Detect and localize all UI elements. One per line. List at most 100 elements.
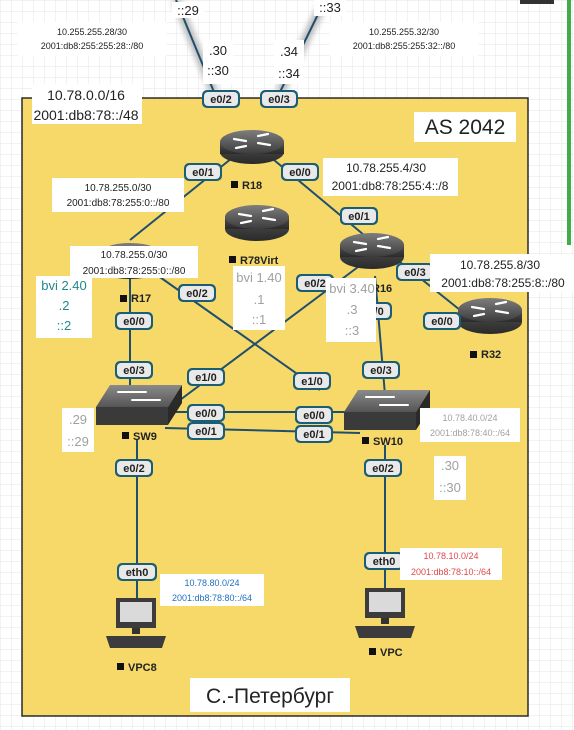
port-label: e0/0 — [123, 316, 144, 328]
port-label: eth0 — [373, 556, 396, 568]
region-prefix-v4: 10.78.0.0/16 — [47, 87, 125, 103]
port-sw9-e0-1[interactable]: e0/1 — [187, 422, 225, 440]
port-sw10-e0-2[interactable]: e0/2 — [364, 459, 402, 477]
r18-left-v6: ::30 — [207, 63, 229, 78]
edge-frame — [520, 0, 554, 4]
port-label: e1/0 — [195, 372, 216, 384]
r78-bvi-v4: .1 — [254, 292, 265, 307]
port-label: e1/0 — [301, 376, 322, 388]
port-label: e0/1 — [348, 211, 369, 223]
router-r32-icon[interactable] — [458, 298, 522, 334]
port-sw9-e0-2[interactable]: e0/2 — [115, 459, 153, 477]
sw10-v4: .30 — [441, 458, 459, 473]
router-r16-icon[interactable] — [340, 233, 404, 269]
port-sw10-e0-0[interactable]: e0/0 — [295, 406, 333, 424]
port-sw10-e0-1[interactable]: e0/1 — [295, 425, 333, 443]
port-r16-e0-1[interactable]: e0/1 — [340, 207, 378, 225]
port-label: e0/3 — [268, 94, 289, 106]
port-label: e0/0 — [431, 316, 452, 328]
port-r18-e0-1[interactable]: e0/1 — [184, 163, 222, 181]
port-sw9-e1-0[interactable]: e1/0 — [187, 368, 225, 386]
port-sw10-e0-3[interactable]: e0/3 — [362, 361, 400, 379]
r17-bvi-v6: ::2 — [57, 318, 71, 333]
port-label: e0/3 — [404, 267, 425, 279]
port-r17-e0-2[interactable]: e0/2 — [178, 284, 216, 302]
sw9-v6: ::29 — [67, 434, 89, 449]
device-name-vpc8: VPC8 — [128, 662, 157, 674]
port-label: e0/2 — [304, 278, 325, 290]
port-sw10-e1-0[interactable]: e1/0 — [293, 372, 331, 390]
port-badges: e0/2 e0/3 e0/1 e0/0 e0/1 e0/2 e0/3 e0/0 … — [115, 90, 461, 581]
port-label: e0/3 — [370, 365, 391, 377]
r18-right-v6: ::34 — [278, 66, 300, 81]
region-prefix-v6: 2001:db8:78::/48 — [33, 107, 138, 123]
port-r16-e0-2[interactable]: e0/2 — [296, 274, 334, 292]
port-sw9-e0-0[interactable]: e0/0 — [187, 404, 225, 422]
device-name-r78virt: R78Virt — [240, 255, 279, 267]
port-r18-e0-0[interactable]: e0/0 — [281, 163, 319, 181]
sw9-v4: .29 — [69, 412, 87, 427]
port-label: e0/0 — [195, 408, 216, 420]
router-r78virt-icon[interactable] — [225, 205, 289, 241]
net-lan40-v4: 10.78.40.0/24 — [442, 413, 497, 423]
port-label: e0/2 — [372, 463, 393, 475]
device-name-sw9: SW9 — [133, 431, 157, 443]
net-r16-r32-v6: 2001:db8:78:255:8::/80 — [441, 276, 565, 290]
r16-bvi-v4: .3 — [347, 302, 358, 317]
port-label: e0/0 — [303, 410, 324, 422]
net-lan10-v6: 2001:db8:78:10::/64 — [411, 567, 491, 577]
net-lan40-v6: 2001:db8:78:40::/64 — [430, 428, 510, 438]
net-lan80-v6: 2001:db8:78:80::/64 — [172, 593, 252, 603]
port-r16-e0-3[interactable]: e0/3 — [396, 263, 434, 281]
port-sw9-e0-3[interactable]: e0/3 — [115, 361, 153, 379]
network-labels: 10.255.255.28/30 2001:db8:255:255:28::/8… — [18, 0, 574, 712]
city-label: С.-Петербург — [206, 685, 334, 708]
net-uplink-left-v6: 2001:db8:255:255:28::/80 — [41, 41, 144, 51]
net-uplink-right-v4: 10.255.255.32/30 — [369, 27, 439, 37]
sw10-v6: ::30 — [439, 480, 461, 495]
r18-left-v4: .30 — [209, 43, 227, 58]
net-uplink-left-v4: 10.255.255.28/30 — [57, 27, 127, 37]
port-vpc8-eth0[interactable]: eth0 — [117, 563, 157, 581]
port-r32-e0-0[interactable]: e0/0 — [423, 312, 461, 330]
port-r18-e0-3[interactable]: e0/3 — [260, 90, 298, 108]
net-r18-r16-v6: 2001:db8:78:255:4::/8 — [332, 179, 449, 193]
net-r18-r17-v4: 10.78.255.0/30 — [85, 183, 152, 194]
net-lan10-v4: 10.78.10.0/24 — [423, 551, 478, 561]
port-label: e0/1 — [195, 426, 216, 438]
port-label: e0/2 — [210, 94, 231, 106]
port-r18-e0-2[interactable]: e0/2 — [202, 90, 240, 108]
r18-right-v4: .34 — [280, 44, 298, 59]
net-r17-r16-v4: 10.78.255.0/30 — [101, 250, 168, 261]
device-name-r16: R16 — [372, 283, 392, 295]
net-lan80-v4: 10.78.80.0/24 — [184, 578, 239, 588]
r16-bvi-v6: ::3 — [345, 323, 359, 338]
port-vpc-eth0[interactable]: eth0 — [364, 552, 404, 570]
device-name-vpc: VPC — [380, 647, 403, 659]
as-label: AS 2042 — [425, 116, 506, 139]
pc-vpc-icon[interactable] — [355, 588, 415, 638]
port-label: e0/3 — [123, 365, 144, 377]
net-r17-r16-v6: 2001:db8:78:255:0::/80 — [83, 266, 186, 277]
uplink-left-host: ::29 — [177, 3, 199, 18]
switch-sw9-icon[interactable] — [96, 385, 182, 425]
device-name-r18: R18 — [242, 180, 262, 192]
switch-sw10-icon[interactable] — [344, 390, 430, 430]
router-r18-icon[interactable] — [220, 130, 284, 164]
device-name-r32: R32 — [481, 349, 501, 361]
net-r18-r17-v6: 2001:db8:78:255:0::/80 — [67, 198, 170, 209]
uplink-right-host: ::33 — [319, 0, 341, 15]
port-label: eth0 — [126, 567, 149, 579]
net-r16-r32-v4: 10.78.255.8/30 — [460, 258, 540, 272]
port-label: e0/2 — [186, 288, 207, 300]
device-name-sw10: SW10 — [373, 436, 403, 448]
r16-bvi: bvi 3.40 — [329, 281, 375, 296]
port-label: e0/1 — [192, 167, 213, 179]
pc-vpc8-icon[interactable] — [106, 598, 166, 648]
net-uplink-right-v6: 2001:db8:255:255:32::/80 — [353, 41, 456, 51]
r78-bvi-v6: ::1 — [252, 312, 266, 327]
device-labels: R18 R78Virt R16 R17 R32 SW9 SW10 VPC8 VP… — [117, 180, 501, 674]
port-r17-e0-0[interactable]: e0/0 — [115, 312, 153, 330]
port-label: e0/1 — [303, 429, 324, 441]
